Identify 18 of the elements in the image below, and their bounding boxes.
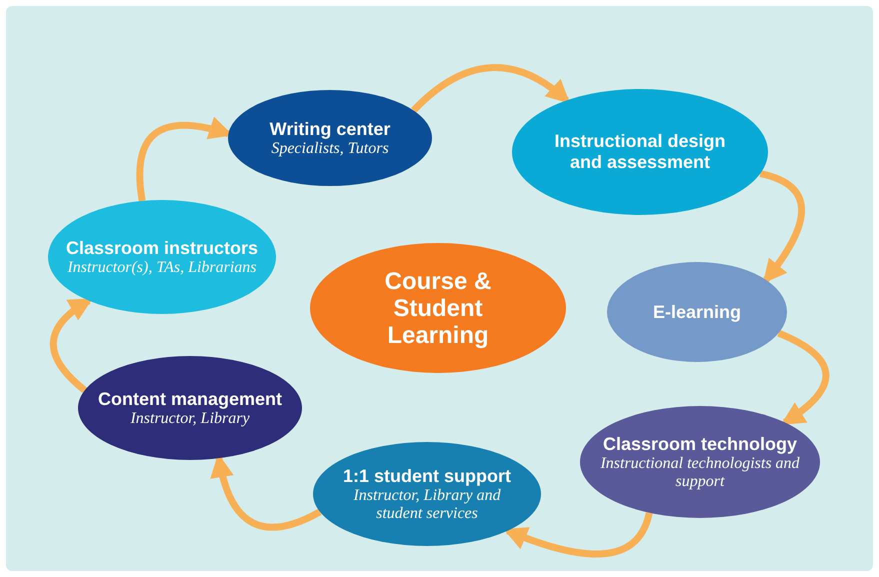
node-subtitle: Instructor, Library — [130, 410, 250, 428]
node-subtitle: Instructional technologists and support — [599, 454, 801, 490]
node-title: Instructional design and assessment — [553, 131, 727, 173]
node-title: Writing center — [270, 118, 390, 140]
curved-arrow — [503, 512, 653, 558]
node-title: Classroom instructors — [66, 238, 258, 258]
curved-arrow — [759, 170, 805, 284]
node-subtitle: Instructor(s), TAs, Librarians — [67, 258, 257, 276]
node-title: E-learning — [652, 302, 741, 322]
node-title: 1:1 student support — [342, 466, 511, 486]
node-title: Classroom technology — [602, 434, 798, 454]
node-subtitle: Specialists, Tutors — [271, 140, 389, 158]
node-title: Course & Student Learning — [384, 268, 492, 348]
curved-arrow — [50, 298, 93, 393]
node-subtitle: Instructor, Library and student services — [352, 486, 502, 522]
curved-arrow — [411, 64, 570, 113]
curved-arrow — [777, 330, 830, 426]
node-title: Content management — [98, 388, 282, 410]
